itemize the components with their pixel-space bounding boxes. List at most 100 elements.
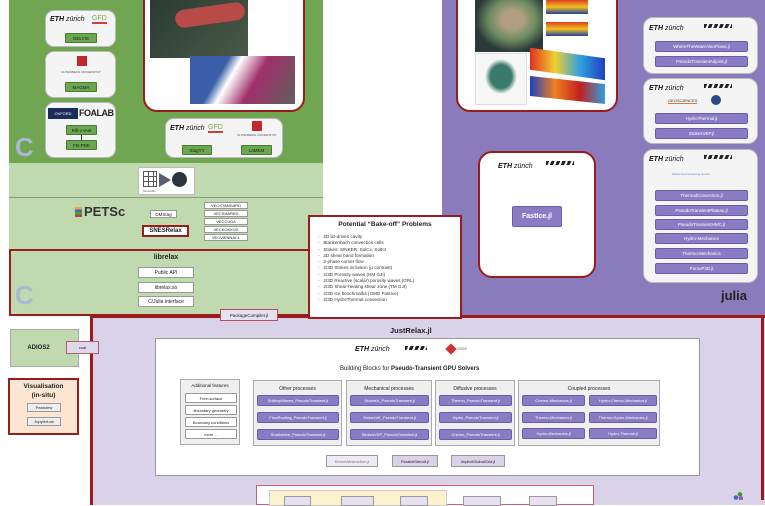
julia-logo: julia (721, 288, 748, 303)
jupyterlab-button[interactable]: JupyterLab (27, 417, 61, 426)
group-title: Mechanical processes (364, 386, 414, 392)
vec-standard[interactable]: VECSTANDARD (204, 202, 248, 209)
more-item[interactable]: more ... (185, 429, 237, 439)
implicitglobalgrid-button[interactable]: ImplicitGlobalGrid.jl (451, 455, 505, 467)
bullet: - (318, 290, 324, 296)
thermo-hydro-mechanics-button[interactable]: Thermo-Hydro-Mechanics.jl (589, 412, 657, 423)
hydro-mechanics-button[interactable]: Hydro-Mechanics (655, 233, 748, 244)
circle-icon (172, 172, 187, 187)
thermo-mechanics-button[interactable]: Thermo-Mechanics (655, 248, 748, 259)
hydrothermal-button[interactable]: HydroThermal.jl (655, 113, 748, 124)
magma-button[interactable]: MAGMA (65, 82, 97, 92)
petsc-icon (75, 206, 82, 217)
bakeoff-item-text: 2-phase corner flow (323, 259, 364, 265)
fd-pde-button[interactable]: FD-PDE (66, 140, 97, 150)
vec-cuda[interactable]: VECCUDA (204, 218, 248, 225)
vec-shared[interactable]: VECSHARED (204, 210, 248, 217)
adios2-box: ADIOS2 (10, 329, 79, 367)
jgu-text: GUTENBERG UNIVERSITÄT (61, 70, 101, 74)
bakeoff-item: - 2/3D Porosity waves (HM GJI) (318, 272, 414, 278)
stokesvep-button[interactable]: StokesVEP_PseudoTransient.jl (350, 429, 429, 440)
packagecompiler-button[interactable]: PackageCompiler.jl (220, 309, 278, 321)
simulation-figure (143, 0, 305, 112)
bakeoff-item: - 2/3D Ice benchmarks (GMD FastIce) (318, 291, 414, 297)
flowrouting-button[interactable]: FlowRouting_PseudoTransient.jl (257, 412, 339, 423)
vis-title: Visualisation (23, 383, 64, 390)
eth-logo: ETH zürich (649, 85, 684, 92)
rift-o-mat-button[interactable]: Rift-o-mat (66, 125, 97, 135)
chemo-button[interactable]: Chemo_PseudoTransient.jl (439, 429, 512, 440)
group-title: Coupled processes (567, 386, 611, 392)
porovp3d-button[interactable]: PorovP3D.jl (655, 263, 748, 274)
eth-logo: ETH zürich (355, 346, 390, 353)
stagyy-button[interactable]: StagYY (182, 145, 212, 155)
coal-button[interactable]: coal (66, 341, 99, 354)
bakeoff-item-text: 2/3D Reactive (scalar) porosity waves (G… (323, 278, 415, 284)
justrelax-subtitle: Building Blocks for Pseudo-Transient GPU… (340, 366, 479, 372)
additional-features-group: Additional features Free-surface Boundar… (180, 379, 240, 445)
thermalconvection-button[interactable]: ThermalConvection.jl (655, 190, 748, 201)
cscs-logo: CSCS (445, 343, 467, 355)
eth-logo: ETH zürich (170, 125, 205, 132)
gfd-logo: GFD (208, 124, 223, 133)
paraview-button[interactable]: Paraview (27, 403, 61, 412)
delvis-button[interactable]: DELVIS (65, 33, 97, 43)
bullet: - (318, 278, 324, 284)
solitarywaves-button[interactable]: SolitaryWaves_PseudoTransient.jl (257, 395, 339, 406)
hydro-button[interactable]: Hydro_PseudoTransient.jl (439, 412, 512, 423)
grid-icon (143, 171, 157, 187)
bakeoff-item: - 2D shear band formation (318, 253, 414, 259)
bakeoff-item-text: Stokes: SINKER, SolCx, SolKz (323, 246, 387, 252)
kernelabstraction-button[interactable]: KernelAbstraction.jl (326, 455, 378, 467)
hydro-chemo-mechanics-button[interactable]: Hydro-Chemo-Mechanics.jl (589, 395, 657, 406)
boundary-geometry-item[interactable]: Boundary geometry (185, 405, 237, 415)
c-language-label: C (15, 132, 34, 162)
bakeoff-box: Potential “Bake-off” Problems - 2D lid-d… (308, 215, 462, 319)
lamem-button[interactable]: LaMEM (241, 145, 272, 155)
bullet: - (318, 265, 324, 271)
bakeoff-item: - Blankenbach convection cells (318, 240, 414, 246)
vaw-logo (704, 24, 732, 28)
shallowice-button[interactable]: ShallowIce_PseudoTransient.jl (257, 429, 339, 440)
foalab-card: OXFORD FOALAB Rift-o-mat FD-PDE (45, 102, 116, 158)
justrelax-title: JustRelax.jl (390, 326, 432, 335)
c-julia-interface-button[interactable]: C/Julia interface (138, 296, 194, 307)
pseudotransientadjoint-button[interactable]: PseudoTransientAdjoint.jl (655, 56, 748, 67)
hydro-mechanics-button[interactable]: Hydro-Mechanics.jl (522, 428, 585, 439)
hydro-thermal-button[interactable]: Hydro-Thermal.jl (589, 428, 657, 439)
free-surface-item[interactable]: Free-surface (185, 393, 237, 403)
group-title: Diffusive processes (453, 386, 497, 392)
antarctica-map (475, 0, 543, 52)
pseudotransienthmc-button[interactable]: PseudoTransientHMC.jl (655, 219, 748, 230)
backend-item (463, 496, 501, 506)
stokesvep-button[interactable]: StokesVEP.jl (655, 128, 748, 139)
chemo-mechanics-button[interactable]: Chemo-Mechanics.jl (522, 395, 585, 406)
coupled-processes-group: Coupled processes Chemo-Mechanics.jl Hyd… (518, 380, 660, 446)
bakeoff-item: - 2/3D Reactive (scalar) porosity waves … (318, 278, 414, 284)
parallelstencil-button[interactable]: ParallelStencil.jl (392, 455, 438, 467)
vec-kokkos[interactable]: VECKOKKOS (204, 226, 248, 233)
bakeoff-item-text: Blankenbach convection cells (323, 240, 384, 246)
public-api-button[interactable]: Public API (138, 267, 194, 278)
wherethewateralsoflows-button[interactable]: WhereTheWaterAlsoFlows.jl (655, 41, 748, 52)
dmstag-button[interactable]: DMStag (150, 210, 177, 218)
bullet: - (318, 259, 324, 265)
fastice-button[interactable]: FastIce.jl (512, 206, 562, 227)
snesrelax-button[interactable]: SNESRelax (142, 225, 189, 237)
thermo-mechanics-button[interactable]: Thermo-Mechanics.jl (522, 412, 585, 423)
group-title: Other processes (279, 386, 316, 392)
vec-viennacl[interactable]: VECVIENNACL (204, 234, 248, 241)
julia-dots-icon (733, 492, 743, 500)
pseudotransientplateau-button[interactable]: PseudoTransientPlateau.jl (655, 205, 748, 216)
connector (81, 135, 82, 140)
bakeoff-item: - 2D lid-driven cavity (318, 234, 414, 240)
visualisation-box: Visualisation (in-situ) Paraview Jupyter… (8, 378, 79, 435)
bakeoff-item: - 2/3D Shear-heating shear zone (TM GJI) (318, 284, 414, 290)
librelax-so-button[interactable]: librelax.so (138, 282, 194, 293)
thermo-button[interactable]: Thermo_PseudoTransient.jl (439, 395, 512, 406)
bakeoff-item: - Stokes: SINKER, SolCx, SolKz (318, 247, 414, 253)
bullet: - (318, 271, 324, 277)
stokesv-button[interactable]: StokesV_PseudoTransient.jl (350, 395, 429, 406)
stokesve-button[interactable]: StokesVE_PseudoTransient.jl (350, 412, 429, 423)
boundary-conditions-item[interactable]: Boundary conditions (185, 417, 237, 427)
